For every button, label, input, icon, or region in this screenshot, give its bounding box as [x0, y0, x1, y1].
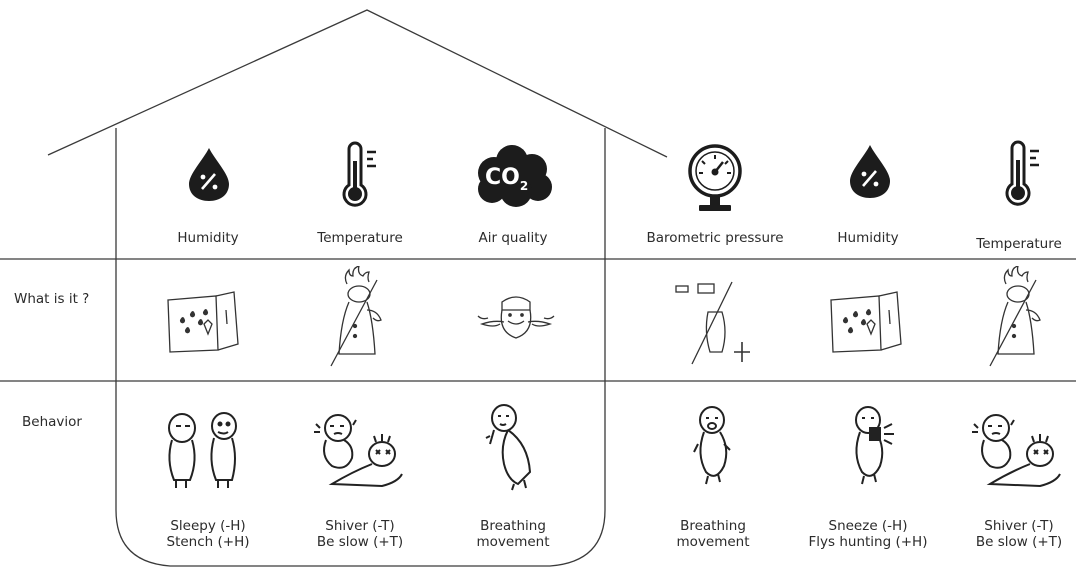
behavior-line: movement: [476, 534, 550, 550]
row-label-behavior: Behavior: [22, 414, 82, 430]
behavior-label-col4: Breathing movement: [676, 518, 749, 550]
house-roof-line: [47, 9, 668, 158]
humidity-drop-icon: [850, 145, 890, 198]
behavior-label-col5: Sneeze (-H) Flys hunting (+H): [809, 518, 928, 550]
sensor-label-air-quality: Air quality: [478, 230, 548, 246]
behavior-line: Shiver (-T): [325, 518, 395, 534]
breathing-figure-sketch-icon: [485, 404, 532, 491]
two-figures-sketch-icon: [168, 412, 237, 488]
thermometer-icon: [342, 141, 376, 207]
behavior-line: movement: [676, 534, 750, 550]
sensor-label-barometric-pressure: Barometric pressure: [646, 230, 784, 246]
fridge-sketch-icon: [167, 291, 239, 353]
behavior-label-col1: Sleepy (-H) Stench (+H): [167, 518, 250, 550]
behavior-line: Breathing: [480, 518, 546, 534]
chef-fire-sketch-icon: [989, 266, 1041, 367]
behavior-line: Stench (+H): [166, 534, 250, 550]
behavior-line: Be slow (+T): [975, 534, 1063, 550]
shiver-figure-sketch-icon: [314, 414, 403, 488]
behavior-line: Flys hunting (+H): [808, 534, 928, 550]
sensor-label-humidity: Humidity: [837, 230, 899, 246]
fridge-sketch-icon: [830, 291, 902, 353]
behavior-line: Breathing: [680, 518, 746, 534]
behavior-label-col6: Shiver (-T) Be slow (+T): [976, 518, 1062, 550]
house-walls: [115, 128, 606, 567]
co2-text: CO: [485, 165, 520, 190]
behavior-label-col2: Shiver (-T) Be slow (+T): [317, 518, 403, 550]
behavior-line: Be slow (+T): [316, 534, 404, 550]
sensor-label-humidity: Humidity: [177, 230, 239, 246]
chef-fire-sketch-icon: [330, 266, 382, 367]
shiver-figure-sketch-icon: [972, 414, 1061, 488]
sensor-label-temperature: Temperature: [317, 230, 403, 246]
sensor-label-temperature: Temperature: [976, 236, 1062, 252]
bottle-pump-sketch-icon: [675, 281, 750, 365]
thermometer-icon: [1005, 140, 1039, 206]
co2-cloud-icon: CO2: [472, 143, 554, 209]
behavior-line: Sleepy (-H): [170, 518, 246, 534]
breathing-figure-sketch-icon: [693, 406, 731, 485]
row-label-what: What is it ?: [14, 291, 90, 307]
behavior-line: Sneeze (-H): [828, 518, 908, 534]
sneeze-figure-sketch-icon: [855, 406, 894, 485]
behavior-label-col3: Breathing movement: [476, 518, 549, 550]
behavior-line: Shiver (-T): [984, 518, 1054, 534]
humidity-drop-icon: [189, 148, 229, 201]
barometer-gauge-icon: [688, 144, 742, 211]
mustache-man-sketch-icon: [477, 296, 555, 339]
co2-subscript: 2: [519, 179, 529, 193]
